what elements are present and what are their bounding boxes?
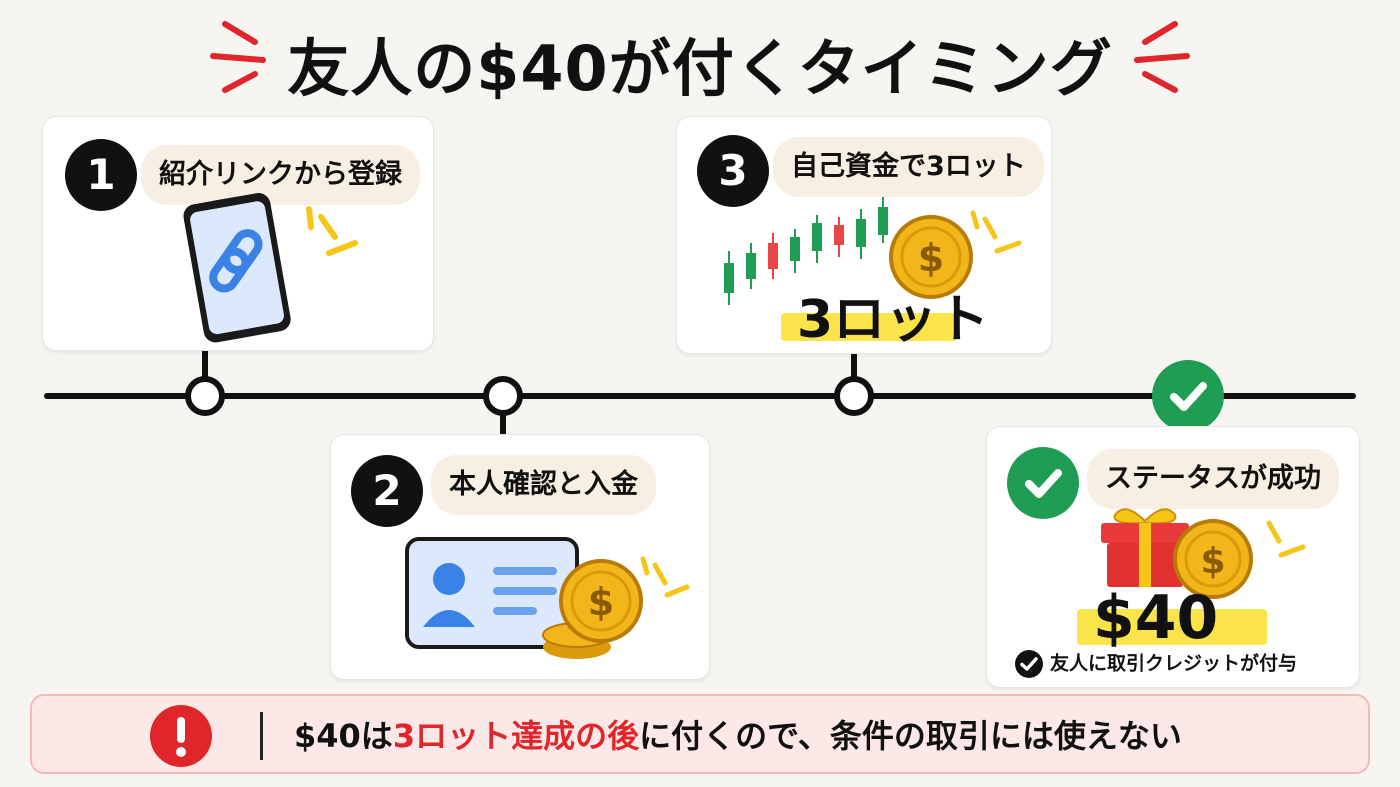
gift-box-icon <box>1101 508 1189 587</box>
note-prefix: $40は <box>294 717 393 755</box>
note-suffix: に付くので、条件の取引には使えない <box>639 717 1182 755</box>
coin-icon: $ <box>1173 519 1306 599</box>
success-label: ステータスが成功 <box>1087 449 1339 509</box>
note-text: $40は3ロット達成の後に付くので、条件の取引には使えない <box>294 696 1182 776</box>
step-3-number: 3 <box>697 135 769 207</box>
lot-badge-band <box>781 313 957 341</box>
credit-note-text: 友人に取引クレジットが付与 <box>1050 652 1298 675</box>
timeline-stem-2 <box>500 412 506 436</box>
timeline-success-node <box>1152 360 1224 432</box>
reward-amount: $40 <box>1093 583 1219 653</box>
timeline-node-2 <box>483 376 523 416</box>
check-icon <box>1170 382 1207 411</box>
reward-badge-band <box>1077 609 1267 645</box>
title-burst-right-icon <box>1134 21 1190 93</box>
check-circle-icon <box>1015 649 1043 678</box>
step-3-label: 自己資金で3ロット <box>773 137 1044 197</box>
title-burst-left-icon <box>210 21 266 93</box>
credit-note: 友人に取引クレジットが付与 <box>1014 646 1297 680</box>
note-highlight: 3ロット達成の後 <box>392 717 640 755</box>
timeline-node-3 <box>834 376 874 416</box>
alert-icon <box>150 705 212 767</box>
timeline-stem-3 <box>851 354 857 380</box>
lot-badge: 3ロット <box>797 290 990 350</box>
step-2-label: 本人確認と入金 <box>431 455 656 515</box>
timeline-stem-1 <box>202 350 208 380</box>
step-2-number: 2 <box>351 455 423 527</box>
step-3-card: 3 自己資金で3ロット $ 3ロット <box>676 116 1052 354</box>
warning-note: $40は3ロット達成の後に付くので、条件の取引には使えない <box>30 694 1370 774</box>
note-divider <box>260 712 263 760</box>
svg-text:$: $ <box>1200 541 1225 582</box>
check-icon <box>1025 469 1062 498</box>
success-card: ステータスが成功 $ $40 <box>986 426 1360 688</box>
coin-icon: $ <box>889 210 1022 299</box>
step-1-number: 1 <box>65 139 137 211</box>
timeline-line <box>44 393 1356 399</box>
svg-text:$: $ <box>588 580 614 624</box>
coin-stack-icon: $ <box>542 556 690 659</box>
svg-text:$: $ <box>918 236 944 280</box>
step-1-card: 1 紹介リンクから登録 <box>42 116 434 351</box>
step-2-card: 2 本人確認と入金 $ <box>330 434 710 680</box>
candlestick-chart-icon <box>724 197 888 305</box>
id-card-icon <box>405 537 579 649</box>
page-title: 友人の$40が付くタイミング <box>287 32 1113 105</box>
step-1-label: 紹介リンクから登録 <box>141 145 420 205</box>
timeline-node-1 <box>185 376 225 416</box>
phone-link-icon <box>183 193 358 343</box>
success-check-badge <box>1007 447 1079 519</box>
